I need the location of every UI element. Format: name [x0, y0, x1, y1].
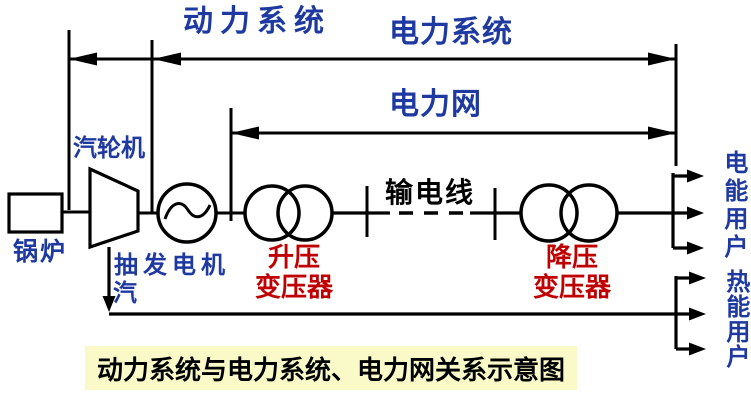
label-transmission-line: 输电线: [385, 178, 476, 209]
label-turbine: 汽轮机: [73, 136, 145, 162]
label-thermal-users: 热能用户: [721, 269, 748, 369]
arrowhead-thermal-user-bottom: [689, 342, 706, 356]
sine-wave-icon: [163, 202, 212, 220]
label-generator: 发电机: [143, 253, 230, 279]
power-grid-dimension-line: [231, 126, 676, 140]
thermal-users-bracket: [674, 271, 706, 356]
label-extraction-steam-top: 抽: [114, 253, 138, 279]
arrowhead-thermal-user-top: [689, 271, 706, 285]
transmission-line-segment: [332, 186, 521, 240]
label-stepup-transformer: 升压 变压器: [254, 243, 333, 302]
turbine-symbol: [88, 166, 140, 250]
arrowhead-left-electric-system: [153, 52, 181, 66]
label-electric-users: 电能用户: [719, 150, 746, 262]
label-extraction-steam-bottom: 汽: [113, 281, 137, 307]
arrowhead-electric-user-top: [687, 169, 704, 183]
arrowhead-left-power-grid: [231, 126, 259, 140]
arrowhead-right-electric-system: [648, 52, 676, 66]
arrowhead-electric-user-bottom: [687, 241, 704, 255]
label-power-system: 动力系统: [183, 5, 331, 38]
electric-users-bracket: [617, 169, 704, 255]
stepup-transformer-symbol: [243, 184, 334, 242]
arrowhead-right-power-grid: [648, 126, 676, 140]
arrowhead-extraction-down: [102, 296, 116, 312]
label-electric-system: 电力系统: [389, 16, 513, 49]
label-stepdown-transformer: 降压 变压器: [532, 243, 611, 302]
label-boiler: 锅炉: [13, 239, 68, 266]
power-electric-dimension-line: [69, 52, 676, 66]
label-power-grid: 电力网: [389, 88, 482, 121]
generator-symbol: [156, 182, 218, 244]
boiler-symbol: [7, 192, 64, 234]
arrowhead-thermal-user-mid: [689, 307, 706, 321]
extraction-steam-line: [102, 247, 692, 316]
diagram-title: 动力系统与电力系统、电力网关系示意图: [85, 346, 577, 390]
arrowhead-electric-user-mid: [687, 206, 704, 220]
stepdown-transformer-symbol: [519, 183, 619, 243]
arrowhead-left-power-system: [69, 52, 97, 66]
